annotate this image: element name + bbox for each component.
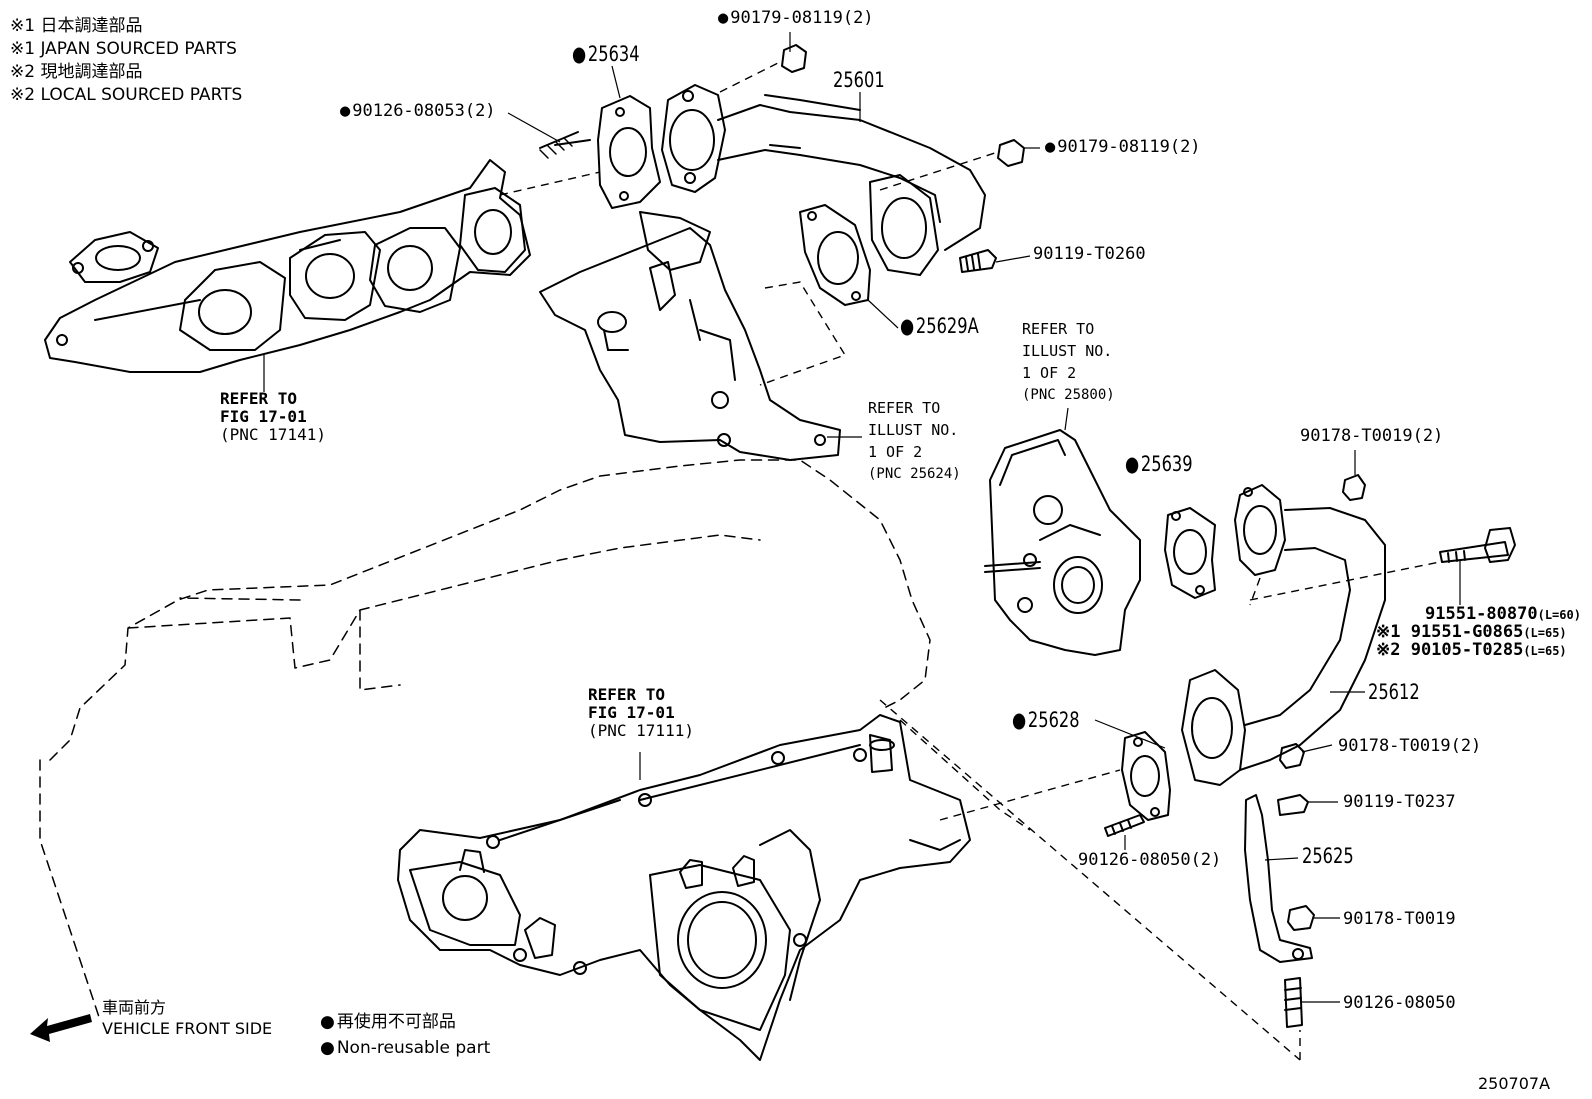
- gasket-25629a: [799, 204, 871, 306]
- length-note: (L=60): [1537, 608, 1581, 622]
- ref-fig17-bottom[interactable]: REFER TO FIG 17-01 (PNC 17111): [588, 686, 694, 740]
- part-label-90179-top[interactable]: 90179-08119(2): [718, 10, 873, 27]
- note-line: ※1 JAPAN SOURCED PARTS: [10, 39, 237, 59]
- nut-90178-mid: [1279, 743, 1305, 769]
- ref-line: 1 OF 2: [868, 443, 923, 461]
- ref-line: REFER TO: [868, 399, 941, 417]
- part-label-90126-08053[interactable]: 90126-08053(2): [340, 103, 495, 120]
- stud-90126-08050: [1284, 977, 1303, 1028]
- leader-lines: [263, 32, 1461, 1003]
- bolt-90119-t0237: [1277, 794, 1309, 816]
- ref-line: (PNC 25800): [1022, 387, 1115, 403]
- ref-line: ILLUST NO.: [1022, 342, 1113, 360]
- front-side-label-jp: 車両前方: [102, 998, 167, 1017]
- ref-line: 1 OF 2: [1022, 364, 1077, 382]
- part-label-90178-mid[interactable]: 90178-T0019(2): [1338, 736, 1482, 756]
- part-label-25634[interactable]: 25634: [572, 44, 640, 65]
- bolt-90119-t0260: [959, 249, 997, 273]
- gasket-25628: [1121, 731, 1171, 821]
- part-label-90178-top[interactable]: 90178-T0019(2): [1300, 426, 1444, 446]
- note-line: ※2 LOCAL SOURCED PARTS: [10, 85, 243, 105]
- part-label-90179-right[interactable]: 90179-08119(2): [1045, 139, 1200, 156]
- part-label-25601[interactable]: 25601: [833, 68, 885, 92]
- nut-90178-top: [1342, 474, 1366, 501]
- part-label-90119-t0260[interactable]: 90119-T0260: [1033, 244, 1146, 264]
- bolt-91551: [1439, 527, 1516, 563]
- part-label-90178-single[interactable]: 90178-T0019: [1343, 909, 1456, 929]
- engine-outline: [39, 459, 931, 1021]
- egr-pipe-25601: [661, 84, 986, 276]
- part-label-91551-g0865[interactable]: ※1 91551-G0865(L=65): [1376, 624, 1567, 641]
- intake-manifold: [397, 714, 971, 1061]
- part-label-90126-08050[interactable]: 90126-08050: [1343, 993, 1456, 1013]
- part-number: 91551-80870: [1425, 604, 1538, 624]
- ref-fig17-top[interactable]: REFER TO FIG 17-01 (PNC 17141): [220, 390, 326, 444]
- gasket-25634: [597, 95, 661, 209]
- egr-valve: [984, 429, 1141, 656]
- ref-line: FIG 17-01: [588, 703, 675, 722]
- part-label-90105-t0285[interactable]: ※2 90105-T0285(L=65): [1376, 642, 1567, 659]
- front-arrow-icon: [30, 1014, 92, 1042]
- part-label-25629a[interactable]: 25629A: [900, 316, 979, 337]
- part-label-25628[interactable]: 25628: [1012, 710, 1080, 731]
- part-label-90119-t0237[interactable]: 90119-T0237: [1343, 792, 1456, 812]
- part-label-90126-08050-pair[interactable]: 90126-08050(2): [1078, 850, 1222, 870]
- nut-90179-right: [997, 139, 1025, 167]
- ref-illust-25624[interactable]: REFER TO ILLUST NO. 1 OF 2 (PNC 25624): [868, 397, 961, 485]
- ref-line: FIG 17-01: [220, 407, 307, 426]
- assembly-guides: [499, 61, 1441, 1061]
- diagram-id: 250707A: [1478, 1074, 1551, 1093]
- part-number: ※2 90105-T0285: [1376, 640, 1524, 660]
- note-line: ※1 日本調達部品: [10, 16, 143, 36]
- ref-line: REFER TO: [220, 389, 298, 408]
- ref-line: (PNC 17111): [588, 721, 694, 740]
- note-line: ※2 現地調達部品: [10, 62, 143, 82]
- part-label-25625[interactable]: 25625: [1302, 844, 1354, 868]
- ref-line: (PNC 17141): [220, 425, 326, 444]
- non-reusable-label-jp: 再使用不可部品: [320, 1014, 456, 1031]
- exhaust-elbow: [539, 211, 841, 461]
- gasket-25639: [1164, 507, 1216, 599]
- nut-90178-single: [1287, 905, 1315, 931]
- egr-pipe-25612: [1181, 484, 1386, 786]
- front-side-label-en: VEHICLE FRONT SIDE: [102, 1019, 273, 1038]
- bracket-25625: [1244, 794, 1313, 963]
- nut-90179-top: [781, 44, 807, 73]
- ref-line: REFER TO: [1022, 320, 1095, 338]
- part-number: ※1 91551-G0865: [1376, 622, 1524, 642]
- length-note: (L=65): [1523, 644, 1567, 658]
- ref-line: ILLUST NO.: [868, 421, 959, 439]
- non-reusable-label-en: Non-reusable part: [320, 1040, 490, 1057]
- exhaust-manifold: [44, 159, 531, 373]
- ref-line: REFER TO: [588, 685, 666, 704]
- ref-line: (PNC 25624): [868, 466, 961, 482]
- part-label-91551-80870[interactable]: 91551-80870(L=60): [1425, 606, 1581, 623]
- length-note: (L=65): [1523, 626, 1567, 640]
- ref-illust-25800[interactable]: REFER TO ILLUST NO. 1 OF 2 (PNC 25800): [1022, 318, 1115, 406]
- stud-90126-08050-pair: [1104, 814, 1145, 837]
- part-label-25612[interactable]: 25612: [1368, 680, 1420, 704]
- part-label-25639[interactable]: 25639: [1125, 454, 1193, 475]
